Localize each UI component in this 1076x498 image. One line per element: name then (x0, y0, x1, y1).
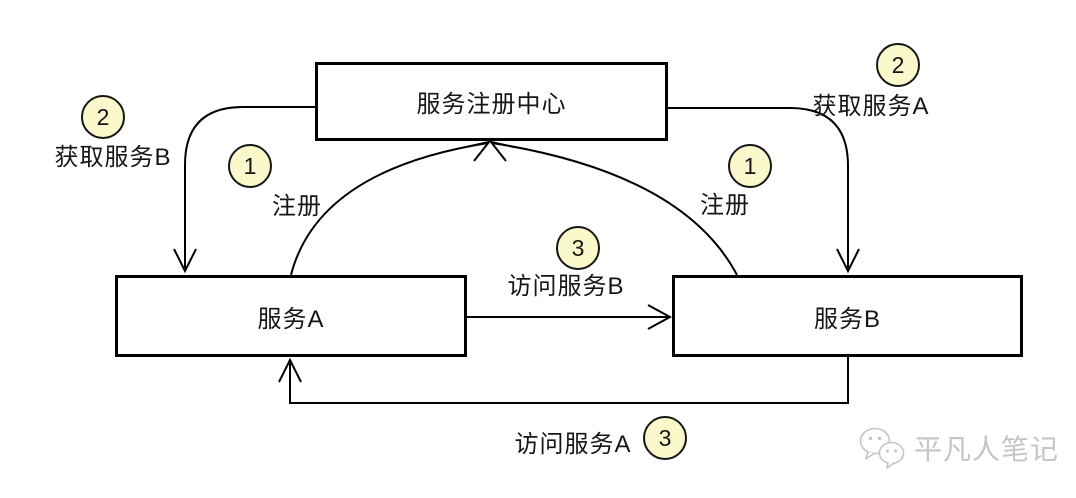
watermark: 平凡人笔记 (858, 427, 1059, 469)
step-number: 2 (96, 103, 110, 130)
edge-label-fetch-service-b: 获取服务B (54, 144, 172, 171)
wechat-chat-bubbles-icon (859, 427, 905, 469)
service-a-node: 服务A (115, 275, 467, 357)
step-badge-register-left: 1 (228, 144, 272, 188)
edge-label-call-service-b: 访问服务B (507, 273, 625, 300)
step-number: 1 (743, 152, 757, 179)
connector-call-service-a (278, 357, 849, 404)
watermark-text: 平凡人笔记 (914, 434, 1060, 465)
step-badge-fetch-service-b: 2 (81, 95, 125, 139)
step-number: 2 (891, 51, 905, 78)
connector-fetch-service-b (173, 106, 315, 274)
connector-call-service-b (467, 304, 673, 330)
edge-label-register-left: 注册 (272, 193, 322, 220)
connector-register-service-a (290, 140, 492, 276)
registry-node: 服务注册中心 (315, 62, 668, 141)
service-a-node-label: 服务A (257, 305, 325, 333)
registry-node-label: 服务注册中心 (416, 91, 567, 118)
step-badge-fetch-service-a: 2 (876, 43, 920, 87)
connector-fetch-service-a (668, 107, 860, 274)
service-b-node-label: 服务B (813, 305, 881, 333)
step-badge-call-service-a: 3 (643, 416, 687, 460)
connector-register-service-b (488, 140, 738, 276)
edge-label-call-service-a: 访问服务A (514, 431, 632, 458)
step-badge-call-service-b: 3 (556, 226, 600, 270)
step-number: 3 (658, 424, 672, 451)
step-number: 3 (571, 234, 585, 261)
step-badge-register-right: 1 (728, 144, 772, 188)
edge-label-fetch-service-a: 获取服务A (812, 93, 930, 120)
service-b-node: 服务B (672, 275, 1023, 357)
step-number: 1 (243, 152, 257, 179)
edge-label-register-right: 注册 (700, 192, 750, 219)
